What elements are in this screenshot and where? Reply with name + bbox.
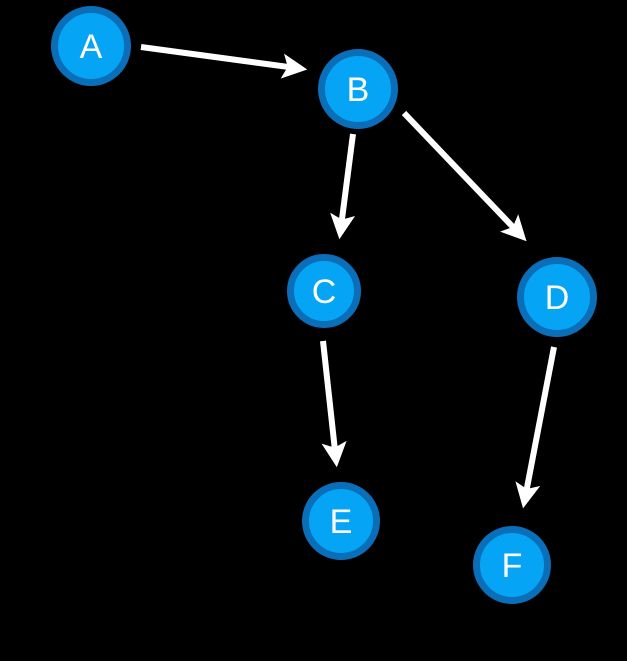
- graph-node-d[interactable]: D: [517, 257, 597, 337]
- graph-edge-a-b[interactable]: [140, 44, 308, 79]
- graph-edge-b-d[interactable]: [401, 110, 527, 242]
- graph-node-e[interactable]: E: [302, 482, 380, 560]
- graph-edge-c-e[interactable]: [320, 340, 347, 468]
- graph-node-f[interactable]: F: [473, 526, 551, 604]
- node-circle-f: [473, 526, 551, 604]
- graph-node-b[interactable]: B: [318, 49, 398, 129]
- edges-layer: [140, 44, 557, 509]
- graph-edge-d-f[interactable]: [515, 346, 557, 509]
- nodes-layer: A B C D E F: [51, 6, 597, 604]
- node-circle-b: [318, 49, 398, 129]
- node-circle-a: [51, 6, 131, 86]
- graph-node-c[interactable]: C: [287, 254, 361, 328]
- graph-edge-b-c[interactable]: [330, 133, 356, 240]
- node-circle-c: [287, 254, 361, 328]
- graph-node-a[interactable]: A: [51, 6, 131, 86]
- node-circle-e: [302, 482, 380, 560]
- node-circle-d: [517, 257, 597, 337]
